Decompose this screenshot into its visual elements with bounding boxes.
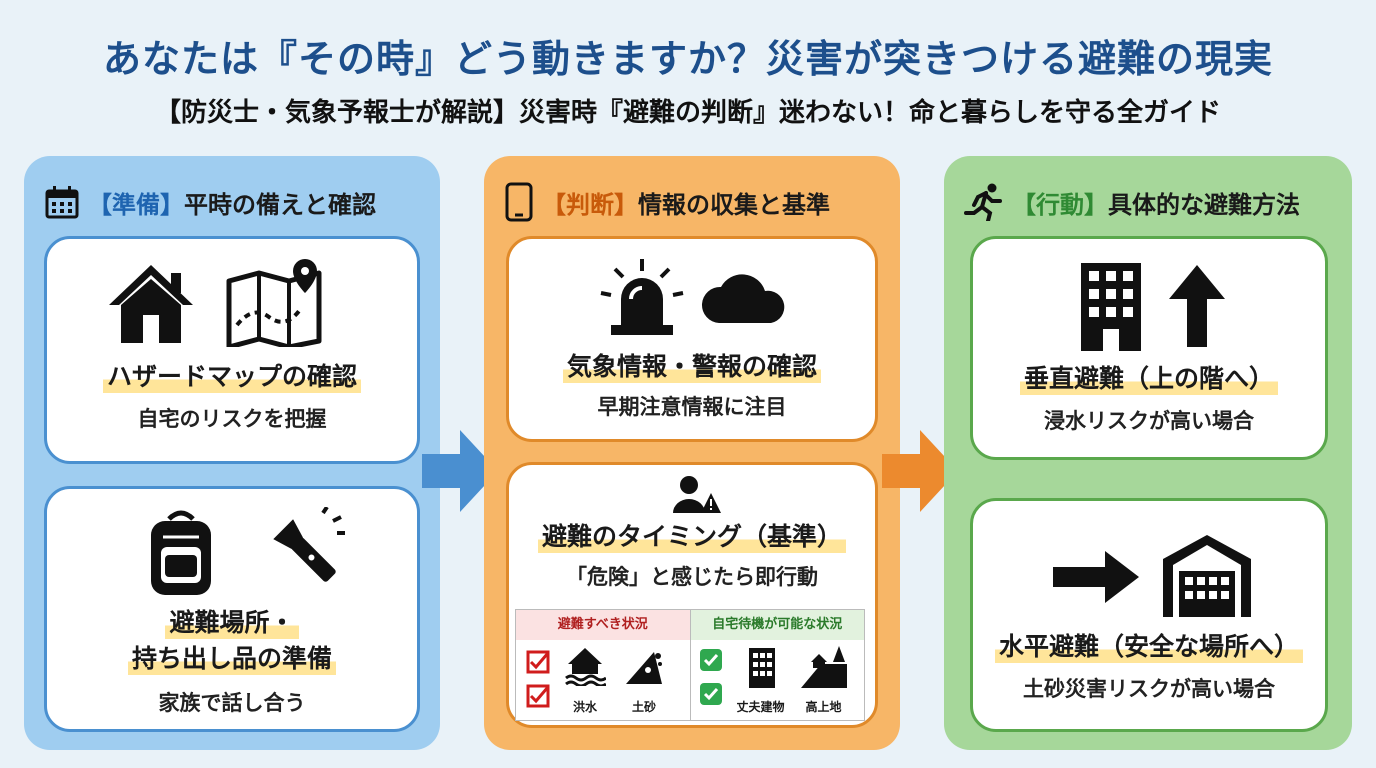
card-title: 水平避難（安全な場所へ） [994,627,1303,663]
card-title: 避難のタイミング（基準） [537,517,846,553]
flood-icon [565,648,606,686]
column-label: 具体的な避難方法 [1108,190,1300,219]
card-title: 垂直避難（上の階へ） [1019,359,1278,395]
card-horizontal-evac: 水平避難（安全な場所へ） 土砂災害リスクが高い場合 [970,498,1328,732]
sturdy-building-icon [748,648,775,688]
card-title: 気象情報・警報の確認 [562,347,821,383]
siren-icon [600,259,684,335]
red-checkbox-icon [526,684,550,708]
cloud-icon [701,274,785,323]
criteria-evacuate-column: 避難すべき状況 [516,610,690,720]
building-icon [1081,263,1141,351]
column-tag: 【判断】 [542,190,638,219]
column-header-action: 【行動】 具体的な避難方法 [964,182,1342,222]
criteria-header-stay: 自宅待機が可能な状況 [690,610,864,640]
column-label: 情報の収集と基準 [638,190,830,219]
criteria-stay-column: 自宅待機が可能な状況 [689,610,864,720]
column-tag: 【準備】 [88,190,184,219]
flow-arrow-right-icon [422,430,498,512]
flashlight-icon [273,507,345,582]
map-pin-icon [226,259,322,347]
person-warning-icon [673,476,721,513]
column-header-preparation: 【準備】 平時の備えと確認 [44,182,430,222]
green-checkbox-icon [699,649,722,671]
criteria-item-landslide: 土砂 [631,700,656,714]
column-action: 【行動】 具体的な避難方法 垂直避難（上の階へ） 浸水リスクが高い場合 [944,156,1352,750]
criteria-item-flood: 洪水 [572,700,597,714]
column-tag: 【行動】 [1012,190,1108,219]
card-subtitle: 自宅のリスクを把握 [137,407,327,431]
card-subtitle: 土砂災害リスクが高い場合 [1023,677,1275,701]
column-header-judgement: 【判断】 情報の収集と基準 [504,182,890,222]
criteria-item-sturdy-building: 丈夫建物 [736,700,785,714]
card-weather-warning: 気象情報・警報の確認 早期注意情報に注目 [506,236,878,442]
landslide-icon [626,652,662,684]
criteria-item-highland: 高上地 [805,700,842,714]
card-hazard-map: ハザードマップの確認 自宅のリスクを把握 [44,236,420,464]
card-vertical-evac: 垂直避難（上の階へ） 浸水リスクが高い場合 [970,236,1328,460]
card-subtitle: 早期注意情報に注目 [597,395,787,419]
evacuation-criteria-table: 避難すべき状況 [515,609,865,721]
smartphone-icon [505,182,533,222]
flow-arrow-right-icon [882,430,958,512]
column-label: 平時の備えと確認 [184,190,376,219]
green-checkbox-icon [699,683,722,705]
card-evac-supplies: 避難場所・ 持ち出し品の準備 家族で話し合う [44,486,420,732]
card-evac-timing: 避難のタイミング（基準） 「危険」と感じたら即行動 避難すべき状況 [506,462,878,728]
column-judgement: 【判断】 情報の収集と基準 気象情報・警報の確認 早期注意情報に注目 [484,156,900,750]
card-subtitle: 浸水リスクが高い場合 [1044,409,1254,433]
column-preparation: 【準備】 平時の備えと確認 ハザードマップの確認 自宅のリスクを把握 [24,156,440,750]
arrow-right-icon [1053,551,1139,603]
criteria-header-evacuate: 避難すべき状況 [516,610,690,640]
card-title-line1: 避難場所・ [165,603,299,639]
warehouse-icon [1163,535,1251,617]
red-checkbox-icon [526,650,550,674]
highland-house-icon [800,646,847,688]
page-title: あなたは『その時』どう動きますか？災害が突きつける避難の現実 [102,37,1273,81]
running-person-icon [964,183,1002,221]
card-title-line2: 持ち出し品の準備 [127,639,336,675]
page-subtitle: 【防災士・気象予報士が解説】災害時『避難の判断』迷わない！命と暮らしを守る全ガイ… [154,98,1221,128]
card-title: ハザードマップの確認 [102,357,361,393]
card-subtitle: 「危険」と感じたら即行動 [566,565,818,589]
backpack-icon [151,510,211,595]
house-icon [109,265,193,343]
arrow-up-icon [1169,265,1225,347]
calendar-icon [45,186,79,219]
card-subtitle: 家族で話し合う [158,691,306,715]
